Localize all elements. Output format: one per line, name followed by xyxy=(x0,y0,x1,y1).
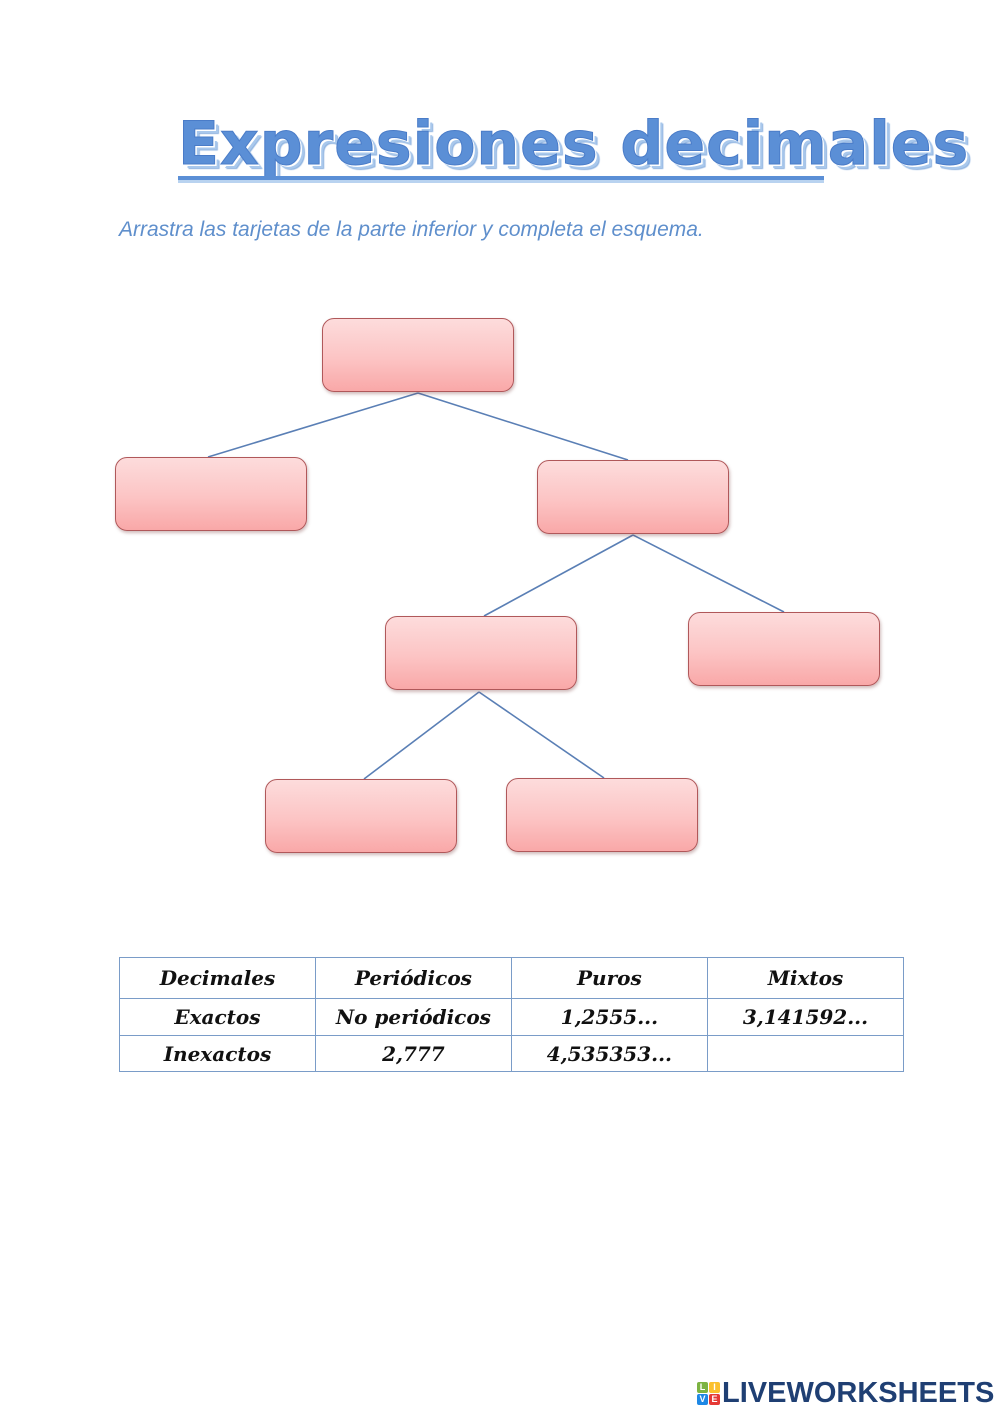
title-underline xyxy=(178,176,824,180)
drop-slot-right-left-left[interactable] xyxy=(265,779,457,853)
page-title: Expresiones decimales xyxy=(178,109,970,180)
connector-right-rightleft xyxy=(483,534,634,617)
liveworksheets-brand[interactable]: L I V E LIVEWORKSHEETS xyxy=(697,1376,995,1409)
card-cell[interactable]: Inexactos xyxy=(119,1035,316,1072)
draggable-card[interactable]: 4,535353... xyxy=(546,1041,673,1066)
drop-slot-left[interactable] xyxy=(115,457,307,531)
brand-name: LIVEWORKSHEETS xyxy=(722,1376,995,1409)
draggable-card[interactable]: Exactos xyxy=(174,1005,261,1029)
card-row: Inexactos 2,777 4,535353... xyxy=(119,1035,905,1072)
logo-letter: L xyxy=(697,1381,708,1393)
card-row: Exactos No periódicos 1,2555... 3,141592… xyxy=(119,998,905,1036)
card-cell[interactable]: Periódicos xyxy=(314,957,512,999)
card-cell[interactable]: No periódicos xyxy=(314,998,512,1036)
draggable-card[interactable]: 2,777 xyxy=(382,1041,445,1066)
logo-letter: V xyxy=(697,1393,708,1405)
drop-slot-right[interactable] xyxy=(537,460,729,534)
drop-slot-right-right[interactable] xyxy=(688,612,880,686)
logo-letter: I xyxy=(709,1381,720,1393)
draggable-card[interactable]: No periódicos xyxy=(335,1005,491,1029)
drop-slot-root[interactable] xyxy=(322,318,514,392)
card-cell[interactable]: Exactos xyxy=(119,998,316,1036)
drop-slot-right-left[interactable] xyxy=(385,616,577,690)
connector-root-left xyxy=(207,392,419,458)
card-cell[interactable]: 2,777 xyxy=(314,1035,512,1072)
card-cell[interactable]: Decimales xyxy=(119,957,316,999)
draggable-card[interactable]: 1,2555... xyxy=(560,1005,659,1029)
connector-right-rightright xyxy=(632,534,785,613)
draggable-card[interactable]: Periódicos xyxy=(354,966,472,990)
live-logo-icon: L I V E xyxy=(697,1381,720,1405)
connector-root-right xyxy=(417,392,629,461)
draggable-card[interactable]: Puros xyxy=(577,966,642,990)
draggable-card[interactable]: Mixtos xyxy=(767,966,844,990)
card-bank-table: Decimales Periódicos Puros Mixtos Exacto… xyxy=(119,957,905,1072)
card-cell[interactable]: 1,2555... xyxy=(510,998,708,1036)
card-cell[interactable]: 4,535353... xyxy=(510,1035,708,1072)
empty-cell xyxy=(706,1035,905,1072)
card-cell[interactable]: 3,141592... xyxy=(706,998,905,1036)
draggable-card[interactable]: 3,141592... xyxy=(742,1005,869,1029)
drop-slot-right-left-right[interactable] xyxy=(506,778,698,852)
connector-rightleft-leaf1 xyxy=(363,691,480,780)
draggable-card[interactable]: Decimales xyxy=(159,966,276,990)
card-cell[interactable]: Mixtos xyxy=(706,957,905,999)
logo-letter: E xyxy=(709,1393,720,1405)
draggable-card[interactable]: Inexactos xyxy=(163,1041,272,1066)
instructions-text: Arrastra las tarjetas de la parte inferi… xyxy=(119,218,704,241)
card-cell[interactable]: Puros xyxy=(510,957,708,999)
card-row: Decimales Periódicos Puros Mixtos xyxy=(119,957,905,999)
connector-rightleft-leaf2 xyxy=(478,691,605,779)
